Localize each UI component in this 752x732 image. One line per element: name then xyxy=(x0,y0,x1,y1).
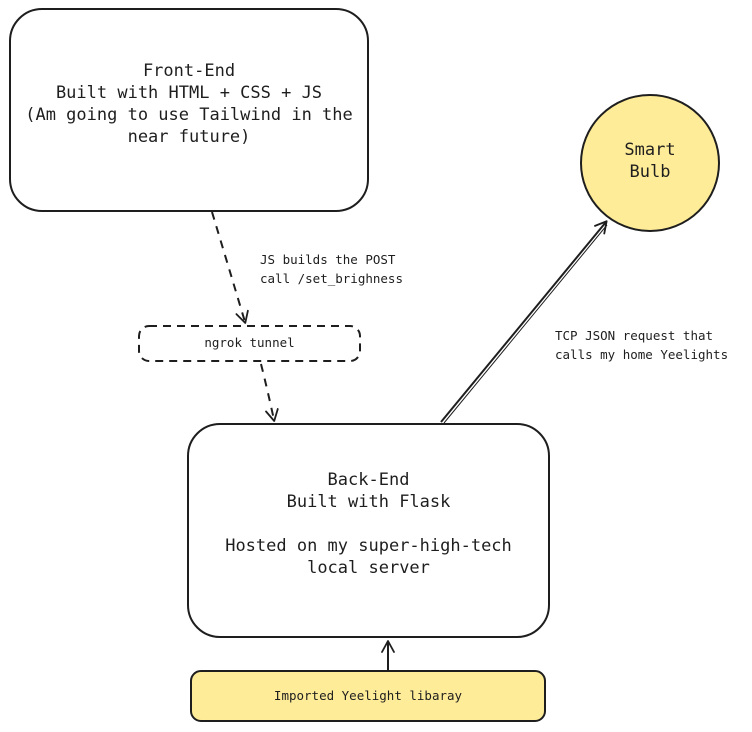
library-box[interactable] xyxy=(190,670,546,722)
arrow-backend-to-bulb-sketch xyxy=(443,224,608,424)
ngrok-tunnel-label: ngrok tunnel xyxy=(204,335,295,350)
arrow-ngrok-to-backend xyxy=(260,363,279,422)
library-label: Imported Yeelight libaray xyxy=(273,688,463,703)
frontend-box[interactable] xyxy=(9,8,369,212)
backend-label: Back-End Built with Flask Hosted on my s… xyxy=(225,470,512,579)
edge-label-tcp-request: TCP JSON request that calls my home Yeel… xyxy=(555,328,729,363)
edge-label-post-call: JS builds the POST call /set_brighness xyxy=(260,252,403,287)
smart-bulb-label: Smart Bulb xyxy=(624,140,676,183)
arrow-backend-to-bulb xyxy=(440,220,608,423)
backend-box[interactable] xyxy=(187,423,550,638)
ngrok-tunnel-box[interactable] xyxy=(138,325,361,362)
smart-bulb-node[interactable] xyxy=(580,94,720,232)
frontend-label: Front-End Built with HTML + CSS + JS (Am… xyxy=(25,61,353,148)
arrow-frontend-to-ngrok xyxy=(211,211,249,324)
